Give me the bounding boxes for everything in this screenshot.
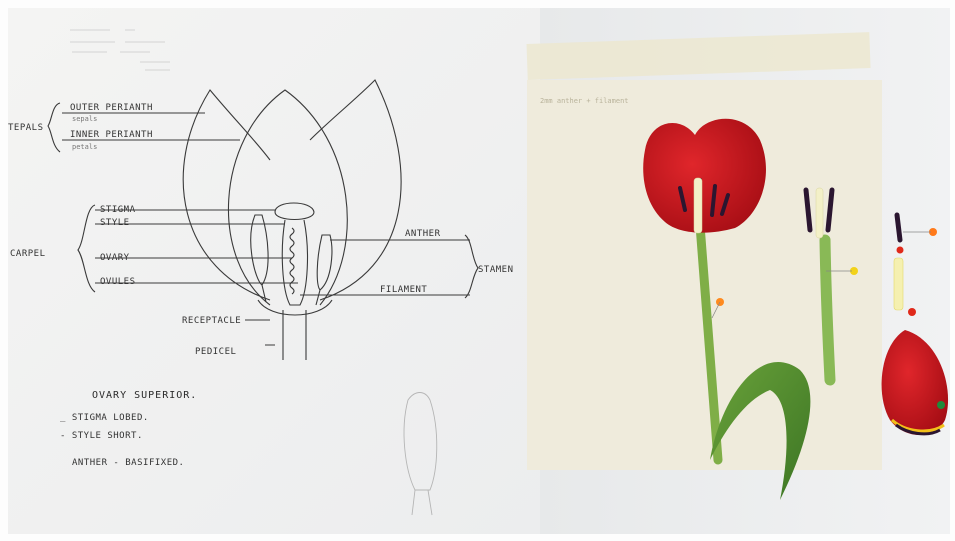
label-anther: ANTHER: [405, 229, 441, 239]
drawing-paper: [8, 8, 540, 534]
note-line-3: - STYLE SHORT.: [60, 431, 143, 441]
label-petals: petals: [72, 143, 97, 151]
note-line-4: ANTHER - BASIFIXED.: [72, 458, 184, 468]
pin-red-2: [908, 308, 916, 316]
pin-green: [937, 401, 945, 409]
label-stigma: STIGMA: [100, 205, 136, 215]
note-line-2: _ STIGMA LOBED.: [60, 413, 149, 423]
label-ovules: OVULES: [100, 277, 136, 287]
note-line-1: OVARY SUPERIOR.: [92, 390, 197, 401]
card-note: 2mm anther + filament: [540, 97, 629, 105]
label-style: STYLE: [100, 218, 130, 228]
label-tepals: TEPALS: [8, 123, 44, 133]
whole-pistil: [694, 178, 702, 233]
label-receptacle: RECEPTACLE: [182, 316, 241, 326]
label-sepals: sepals: [72, 115, 97, 123]
label-filament: FILAMENT: [380, 285, 427, 295]
label-pedicel: PEDICEL: [195, 347, 236, 357]
label-stamen: STAMEN: [478, 265, 514, 275]
single-anther: [897, 215, 900, 240]
dissected-style: [816, 188, 823, 238]
single-filament: [894, 258, 903, 310]
pistil-stem: [825, 240, 830, 380]
label-outer-perianth: OUTER PERIANTH: [70, 103, 153, 113]
tulip-flower: [643, 119, 766, 233]
label-carpel: CARPEL: [10, 249, 46, 259]
label-ovary: OVARY: [100, 253, 130, 263]
label-inner-perianth: INNER PERIANTH: [70, 130, 153, 140]
pin-red: [897, 247, 904, 254]
